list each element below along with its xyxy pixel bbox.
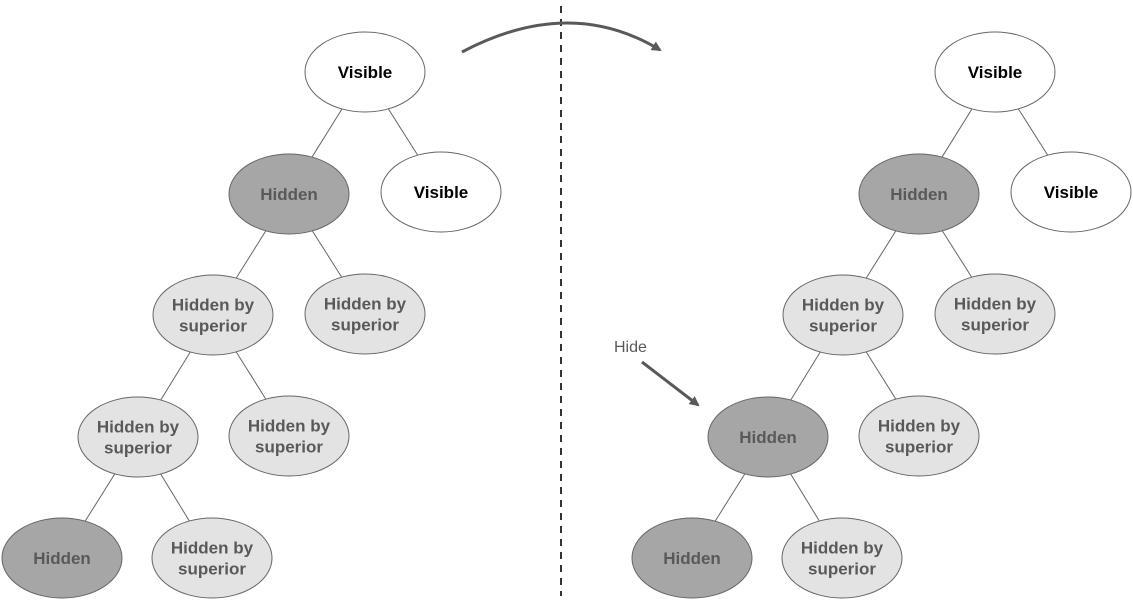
node-label: Visible: [414, 183, 469, 202]
node-ellipse: [304, 31, 426, 113]
node-label: Hidden by: [172, 296, 255, 315]
node-label: Visible: [1044, 183, 1099, 202]
tree-edge: [160, 473, 190, 522]
node-label: Visible: [338, 63, 393, 82]
tree-edge: [387, 108, 419, 156]
node-label: superior: [331, 316, 399, 335]
node-ellipse: [858, 153, 980, 235]
tree-node-hidden: Hidden: [1, 517, 123, 599]
hide-label: Hide: [614, 339, 647, 356]
node-label: Hidden: [739, 428, 797, 447]
tree-edge: [311, 108, 343, 158]
tree-edge: [865, 230, 897, 279]
node-label: Hidden by: [802, 296, 885, 315]
node-ellipse: [228, 153, 350, 235]
node-ellipse: [1010, 151, 1132, 233]
tree-edge: [941, 108, 973, 158]
node-label: superior: [255, 438, 323, 457]
tree-node-hidden: Hidden: [228, 153, 350, 235]
node-label: Hidden by: [171, 539, 254, 558]
node-label: superior: [104, 439, 172, 458]
node-label: Hidden by: [801, 539, 884, 558]
node-label: Hidden by: [97, 418, 180, 437]
tree-node-hidden: Hidden: [707, 396, 829, 478]
tree-node-visible: Visible: [304, 31, 426, 113]
tree-node-superior: Hidden by superior: [77, 396, 199, 478]
node-ellipse: [304, 273, 426, 355]
node-label: Hidden: [890, 185, 948, 204]
node-ellipse: [631, 517, 753, 599]
node-ellipse: [228, 395, 350, 477]
node-ellipse: [858, 395, 980, 477]
node-ellipse: [380, 151, 502, 233]
node-label: Hidden: [663, 549, 721, 568]
node-ellipse: [77, 396, 199, 478]
tree-node-superior: Hidden by superior: [934, 273, 1056, 355]
tree-edge: [311, 230, 343, 278]
tree-edge: [160, 351, 191, 401]
node-ellipse: [782, 274, 904, 356]
transition-arrow: [461, 21, 662, 54]
node-label: superior: [178, 560, 246, 579]
tree-edge: [1017, 108, 1049, 156]
tree-edge: [941, 230, 973, 278]
node-label: Hidden by: [878, 417, 961, 436]
tree-node-superior: Hidden by superior: [228, 395, 350, 477]
node-label: Hidden by: [324, 295, 407, 314]
tree-node-superior: Hidden by superior: [781, 517, 903, 599]
tree-node-superior: Hidden by superior: [152, 274, 274, 356]
tree-edge: [714, 473, 746, 522]
node-ellipse: [934, 31, 1056, 113]
node-label: superior: [809, 317, 877, 336]
node-label: superior: [179, 317, 247, 336]
tree-edge: [790, 351, 821, 401]
tree-node-superior: Hidden by superior: [782, 274, 904, 356]
node-label: Visible: [968, 63, 1023, 82]
tree-node-visible: Visible: [934, 31, 1056, 113]
tree-edge: [865, 351, 897, 400]
node-ellipse: [1, 517, 123, 599]
node-label: Hidden by: [248, 417, 331, 436]
tree-node-superior: Hidden by superior: [304, 273, 426, 355]
hide-arrow: [641, 360, 700, 407]
node-label: Hidden by: [954, 295, 1037, 314]
tree-node-superior: Hidden by superior: [151, 517, 273, 599]
tree-node-hidden: Hidden: [631, 517, 753, 599]
tree-node-visible: Visible: [380, 151, 502, 233]
node-label: superior: [961, 316, 1029, 335]
node-ellipse: [152, 274, 274, 356]
node-ellipse: [151, 517, 273, 599]
tree-node-hidden: Hidden: [858, 153, 980, 235]
node-ellipse: [781, 517, 903, 599]
tree-edge: [235, 351, 267, 400]
node-ellipse: [934, 273, 1056, 355]
tree-edge: [84, 473, 116, 522]
node-label: Hidden: [33, 549, 91, 568]
tree-node-superior: Hidden by superior: [858, 395, 980, 477]
node-label: Hidden: [260, 185, 318, 204]
tree-edge: [235, 230, 267, 279]
tree-edge: [790, 473, 820, 522]
tree-node-visible: Visible: [1010, 151, 1132, 233]
node-ellipse: [707, 396, 829, 478]
node-label: superior: [885, 438, 953, 457]
node-label: superior: [808, 560, 876, 579]
